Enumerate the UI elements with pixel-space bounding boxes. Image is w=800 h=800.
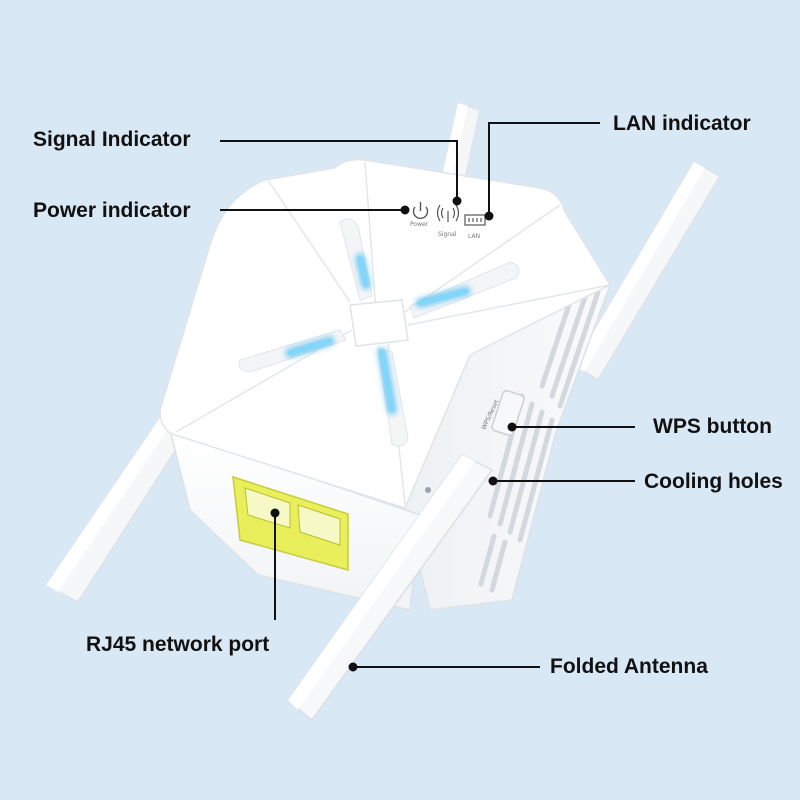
right-antenna — [572, 160, 722, 382]
signal-icon — [436, 204, 460, 222]
power-device-text: Power — [410, 221, 429, 228]
label-folded-antenna: Folded Antenna — [550, 655, 708, 678]
power-icon — [412, 202, 429, 219]
lan-device-text: LAN — [468, 233, 480, 240]
label-rj45-port: RJ45 network port — [86, 633, 270, 656]
signal-device-text: Signal — [438, 231, 457, 238]
wps-button-shape — [491, 389, 525, 437]
center-square — [349, 299, 409, 347]
leader-lines — [220, 122, 635, 672]
rj45-ports — [232, 475, 349, 571]
label-wps-button: WPS button — [653, 415, 772, 438]
label-power-indicator: Power indicator — [33, 199, 191, 222]
device-front-face — [168, 428, 431, 611]
device-top-face: Power Signal LAN — [159, 158, 612, 509]
lan-icon — [464, 214, 486, 226]
led-light-bars — [285, 253, 471, 415]
label-cooling-holes: Cooling holes — [644, 470, 783, 493]
front-antenna — [286, 454, 494, 722]
label-signal-indicator: Signal Indicator — [33, 128, 191, 151]
label-lan-indicator: LAN indicator — [613, 112, 751, 135]
